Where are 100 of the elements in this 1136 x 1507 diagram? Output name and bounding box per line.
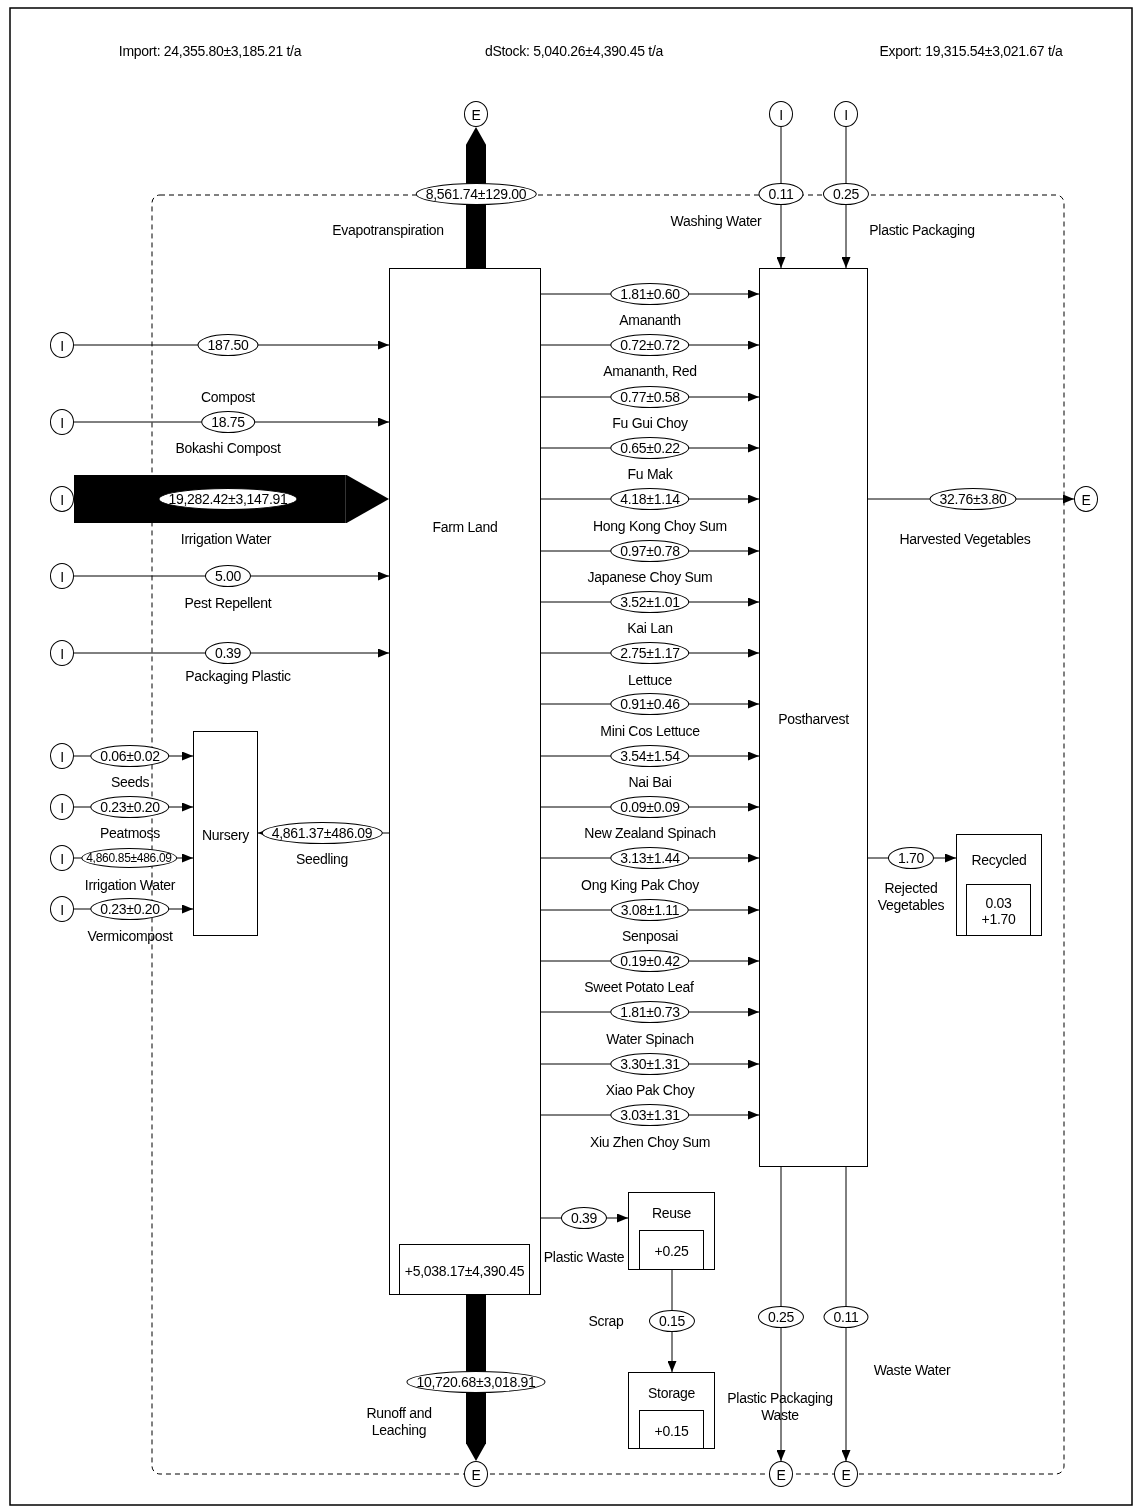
flow-name: Nai Bai [628,773,672,791]
flow-value: 3.52±1.01 [610,591,690,613]
flow-value: 4,861.37±486.09 [261,822,383,844]
boundary-circle [464,101,488,127]
flow-value: 10,720.68±3,018.91 [406,1371,546,1393]
boundary-circle [50,640,74,666]
flow-name: Rejected Vegetables [876,880,946,914]
balance-summary: Import: 24,355.80±3,185.21 t/a [118,42,302,60]
flow-value: 3.54±1.54 [610,745,690,767]
flow-value: 0.23±0.20 [90,796,170,818]
flow-name: Waste Water [873,1361,951,1379]
flow-value: 4.18±1.14 [610,488,690,510]
flow-name: Harvested Vegetables [899,530,1031,548]
flow-arrow [776,1166,786,1462]
flow-value: 3.08±1.11 [610,899,690,921]
stock-box [639,1230,704,1270]
flow-name: Japanese Choy Sum [587,568,713,586]
boundary-circle [50,845,74,871]
flow-value: 0.97±0.78 [610,540,690,562]
circle-letter: I [59,414,65,432]
flow-name: Runoff and Leaching [365,1405,433,1439]
thick-flow-arrow [74,475,389,523]
flow-name: Plastic Packaging [869,221,975,239]
flow-arrow [841,1166,851,1462]
flow-name: New Zealand Spinach [584,824,716,842]
flow-name: Mini Cos Lettuce [600,722,700,740]
process-box [628,1192,715,1270]
flow-value: 0.72±0.72 [610,334,690,356]
flow-value: 0.09±0.09 [610,796,690,818]
process-name: Storage [647,1384,696,1402]
flow-value: 0.15 [648,1310,696,1332]
boundary-circle [50,409,74,435]
flow-name: Scrap [588,1312,624,1330]
flow-name: Seedling [295,850,349,868]
flow-value: 1.81±0.73 [610,1001,690,1023]
flow-name: Peatmoss [100,824,160,842]
flow-value: 0.39 [204,642,252,664]
boundary-circle [464,1461,488,1487]
circle-letter: I [59,901,65,919]
stock-value: +5,038.17±4,390.45 [403,1262,526,1279]
stock-value: 0.03 +1.70 [980,894,1017,928]
boundary-circle [50,563,74,589]
flow-value: 0.11 [758,183,804,205]
flow-value: 0.91±0.46 [610,693,690,715]
boundary-circle [1074,486,1098,512]
flow-value: 0.65±0.22 [610,437,690,459]
flow-name: Fu Gui Choy [612,414,688,432]
flow-name: Senposai [622,927,678,945]
flow-value: 18.75 [201,411,255,433]
flow-value: 0.77±0.58 [610,386,690,408]
process-name: Nursery [201,826,250,843]
process-name: Farm Land [431,518,499,536]
flow-value: 0.06±0.02 [90,745,170,767]
boundary-circle [50,486,74,512]
flow-value: 4,860.85±486.09 [81,848,177,868]
circle-letter: E [775,1466,787,1484]
flow-name: Xiao Pak Choy [605,1081,695,1099]
flow-value: 3.30±1.31 [610,1053,690,1075]
flow-name: Plastic Packaging Waste [726,1390,834,1424]
circle-letter: E [470,106,482,124]
flow-name: Fu Mak [627,465,673,483]
process-name: Reuse [651,1204,692,1222]
flow-value: 1.81±0.60 [610,283,690,305]
flow-value: 8,561.74±129.00 [415,183,537,205]
flow-name: Plastic Waste [543,1248,625,1266]
flow-name: Seeds [110,773,150,791]
circle-letter: I [59,568,65,586]
circle-letter: I [59,799,65,817]
flow-name: Irrigation Water [84,876,176,894]
flow-value: 3.13±1.44 [610,847,690,869]
stock-value: +0.15 [653,1422,690,1439]
stock-box [399,1244,530,1295]
boundary-circle [50,896,74,922]
flow-name: Packaging Plastic [185,667,291,685]
flow-name: Sweet Potato Leaf [584,978,694,996]
boundary-circle [50,794,74,820]
balance-summary: dStock: 5,040.26±4,390.45 t/a [485,42,663,60]
flow-name: Pest Repellent [184,594,272,612]
circle-letter: I [59,645,65,663]
process-box [389,268,541,1295]
flow-name: Lettuce [628,671,672,689]
stock-box [639,1410,704,1449]
circle-letter: E [840,1466,852,1484]
boundary-circle [769,1461,793,1487]
flow-name: Amananth, Red [603,362,697,380]
flow-name: Compost [201,388,255,406]
flow-value: 0.11 [823,1306,869,1328]
boundary-circle [834,101,858,127]
stock-value: +0.25 [653,1242,690,1260]
process-box [193,731,258,936]
flow-name: Amananth [619,311,681,329]
process-box [956,834,1042,936]
circle-letter: I [59,748,65,766]
flow-value: 1.70 [887,847,935,869]
circle-letter: I [778,106,784,124]
flow-name: Water Spinach [606,1030,694,1048]
flow-name: Xiu Zhen Choy Sum [589,1133,711,1151]
process-box [759,268,868,1167]
circle-letter: I [59,850,65,868]
boundary-circle [769,101,793,127]
